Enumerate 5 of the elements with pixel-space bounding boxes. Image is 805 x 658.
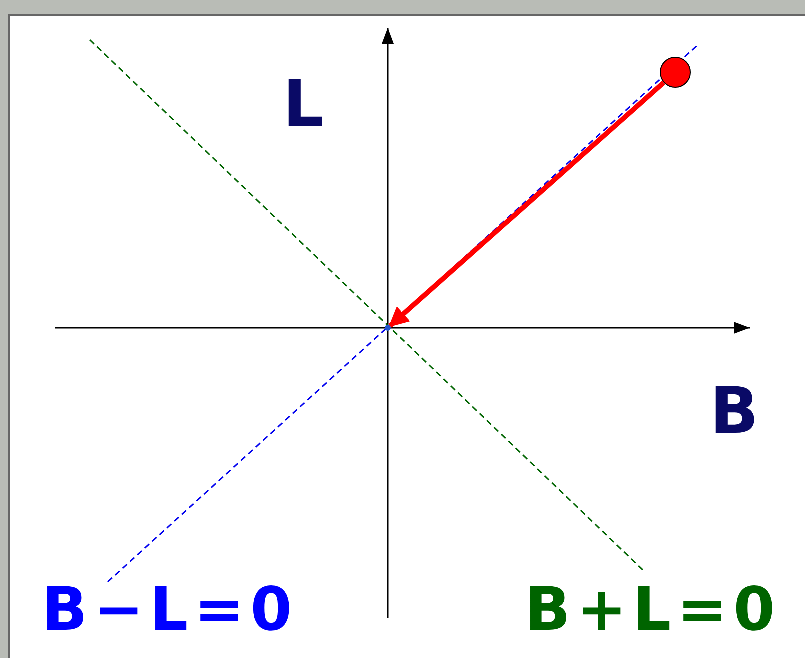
line-equation: B+L=0	[525, 580, 782, 640]
arrow	[388, 80, 666, 328]
axis-label: B	[710, 380, 759, 444]
line-equation: B−L=0	[42, 580, 298, 640]
axis-label: L	[283, 73, 324, 137]
